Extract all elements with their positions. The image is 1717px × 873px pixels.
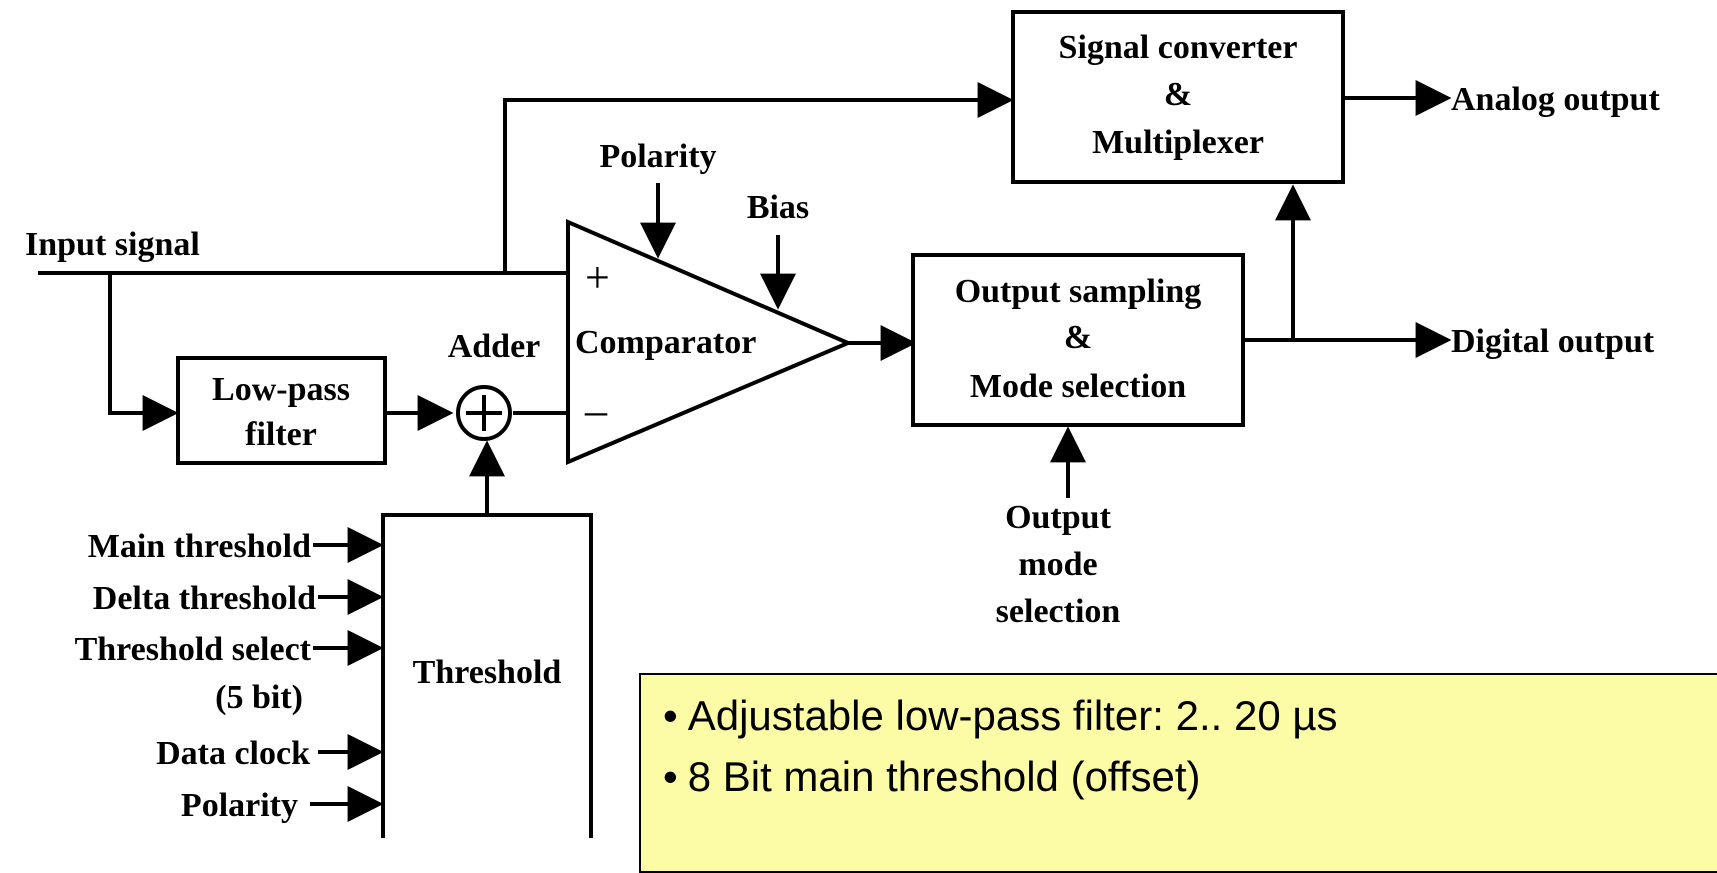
- output-mode-label-2: mode: [1018, 546, 1097, 583]
- input-signal-label: Input signal: [25, 226, 200, 263]
- signal-converter-block: Signal converter & Multiplexer: [1011, 10, 1345, 184]
- low-pass-filter-label-2: filter: [245, 416, 317, 453]
- specs-note-box: Adjustable low-pass filter: 2.. 20 µs 8 …: [639, 673, 1717, 873]
- low-pass-filter-block: Low-pass filter: [176, 356, 387, 465]
- output-sampling-block: Output sampling & Mode selection: [911, 253, 1245, 427]
- polarity-top-label: Polarity: [599, 138, 716, 175]
- lowpass-feed-wire: [108, 273, 179, 431]
- analog-path-wire: [503, 82, 1014, 273]
- spec-item-lowpass: Adjustable low-pass filter: 2.. 20 µs: [663, 685, 1717, 746]
- comparator-plus-sign: +: [585, 253, 610, 302]
- threshold-select-note: (5 bit): [215, 679, 303, 716]
- output-mode-label-3: selection: [996, 593, 1121, 630]
- adder-label: Adder: [448, 328, 541, 365]
- threshold-select-label: Threshold select: [75, 631, 312, 668]
- wires: [38, 80, 1452, 822]
- threshold-label: Threshold: [413, 654, 562, 691]
- signal-converter-label-1: Signal converter: [1059, 29, 1298, 66]
- data-clock-label: Data clock: [156, 735, 310, 772]
- signal-converter-label-3: Multiplexer: [1092, 124, 1264, 161]
- specs-list: Adjustable low-pass filter: 2.. 20 µs 8 …: [663, 685, 1717, 807]
- delta-threshold-label: Delta threshold: [93, 580, 316, 617]
- output-sampling-label-3: Mode selection: [970, 368, 1186, 405]
- comparator-minus-sign: –: [584, 386, 608, 435]
- analog-output-label: Analog output: [1451, 81, 1660, 118]
- block-diagram: Signal converter & Multiplexer Output sa…: [25, 10, 1660, 838]
- comparator-label: Comparator: [575, 324, 756, 361]
- main-threshold-label: Main threshold: [88, 528, 311, 565]
- signal-converter-label-2: &: [1164, 76, 1192, 113]
- threshold-block: Threshold: [381, 513, 593, 838]
- output-mode-label-1: Output: [1005, 499, 1111, 536]
- bias-label: Bias: [747, 189, 809, 226]
- output-sampling-label-1: Output sampling: [955, 273, 1202, 310]
- adder-block: Adder: [448, 328, 541, 441]
- output-sampling-label-2: &: [1064, 319, 1092, 356]
- low-pass-filter-label-1: Low-pass: [212, 371, 350, 408]
- comparator-block: Comparator + –: [566, 218, 854, 466]
- polarity-input-label: Polarity: [181, 787, 298, 824]
- spec-item-threshold: 8 Bit main threshold (offset): [663, 746, 1717, 807]
- digital-output-label: Digital output: [1451, 323, 1655, 360]
